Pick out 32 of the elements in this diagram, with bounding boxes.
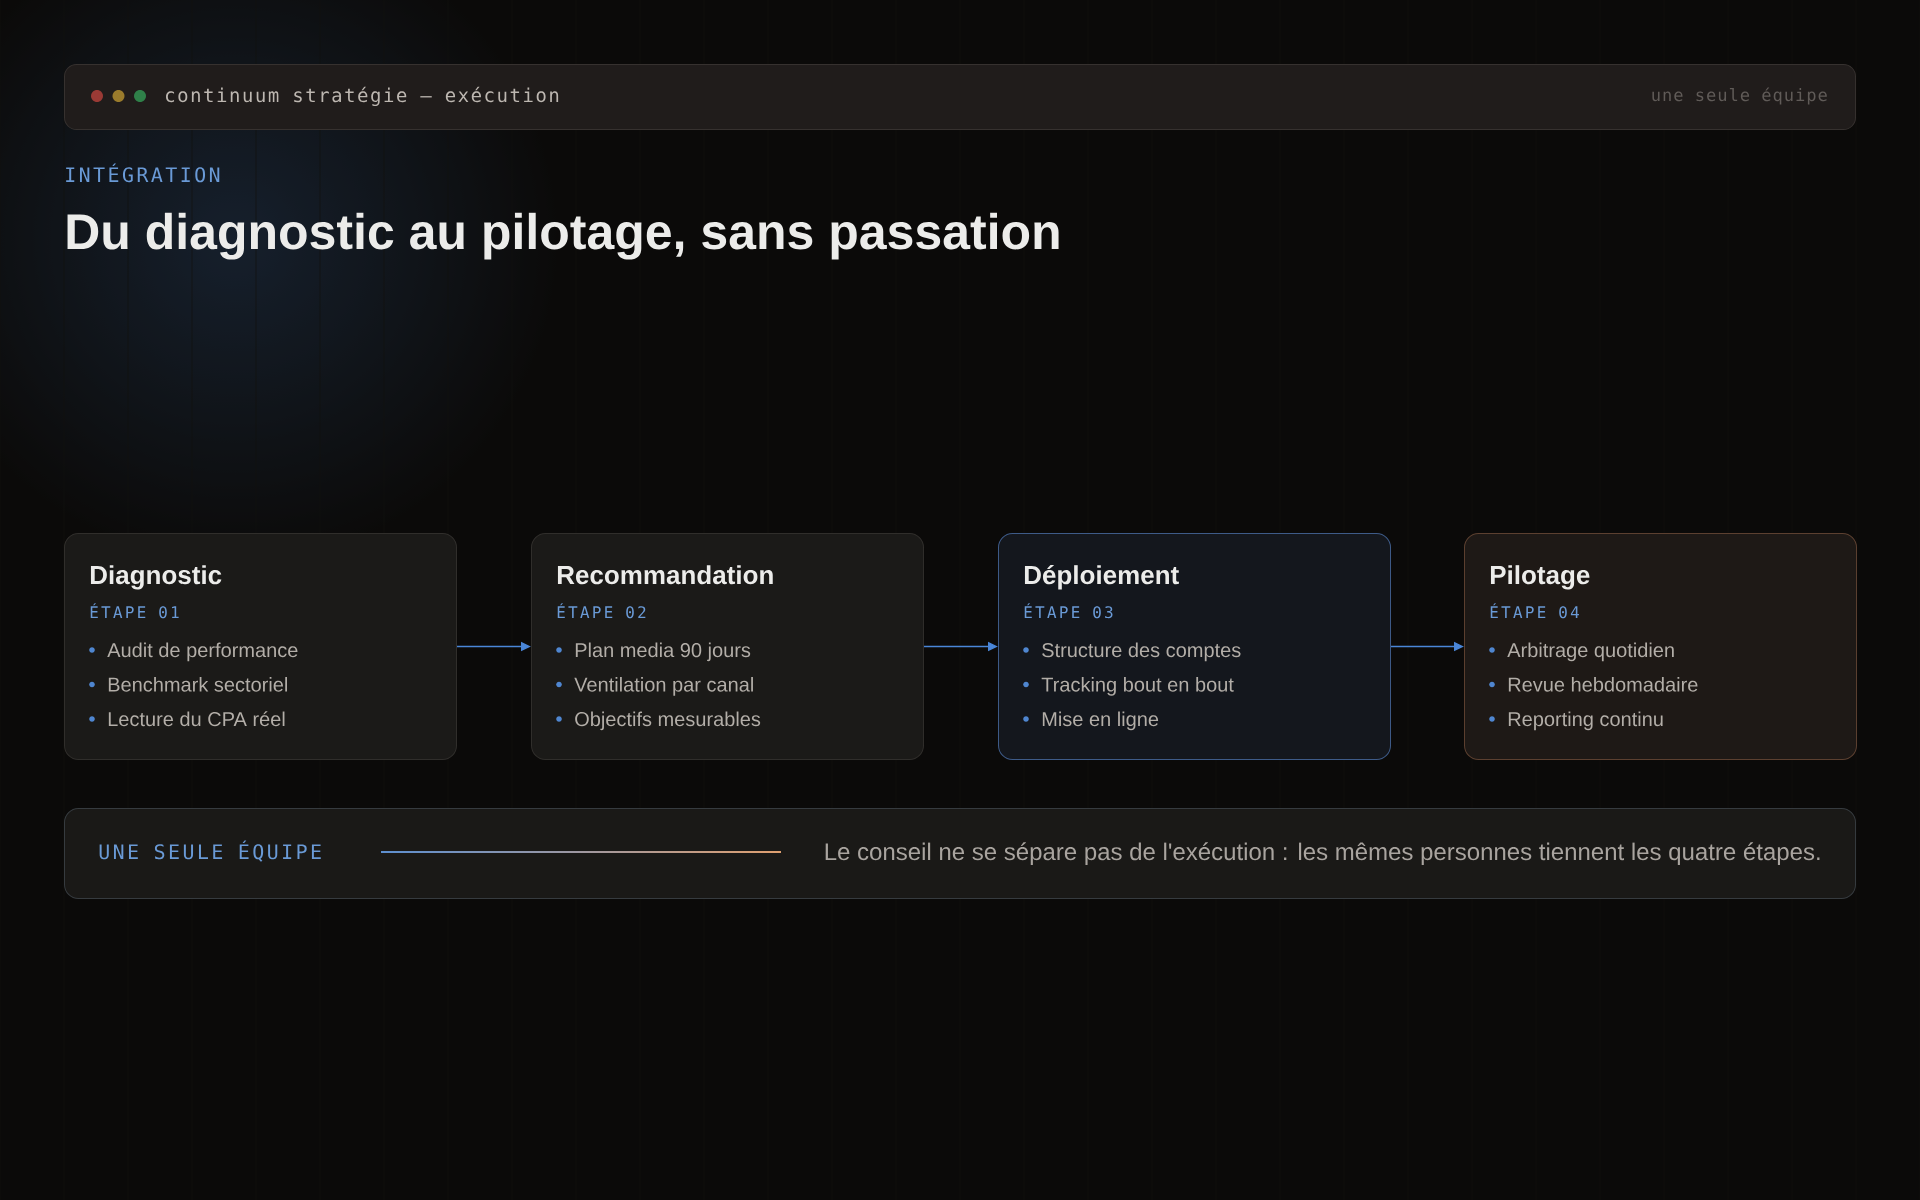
step-label: ÉTAPE 03 bbox=[1024, 603, 1113, 619]
heading: Du diagnostic au pilotage, sans passation bbox=[67, 212, 1059, 260]
bullet-item: Benchmark sectoriel bbox=[108, 677, 287, 692]
window-tag: une seule équipe bbox=[1652, 87, 1827, 105]
panel-text: Le conseil ne se sépare pas de l'exécution : les mêmes personnes tiennent les quatre étapes. bbox=[825, 842, 1820, 865]
bullet-item: Plan media 90 jours bbox=[575, 642, 751, 662]
bullet-item: Revue hebdomadaire bbox=[1508, 677, 1698, 692]
window-title: continuum stratégie — exécution bbox=[166, 86, 559, 107]
bullet-item: Objectifs mesurables bbox=[575, 711, 761, 731]
bullet-item: Audit de performance bbox=[107, 642, 298, 662]
step-label: ÉTAPE 02 bbox=[557, 603, 646, 619]
eyebrow-label: INTÉGRATION bbox=[66, 163, 220, 183]
bullet-item: Arbitrage quotidien bbox=[1507, 642, 1674, 662]
bullet-item: Reporting continu bbox=[1508, 711, 1663, 731]
step-card bbox=[64, 533, 457, 760]
card-title: Recommandation bbox=[557, 565, 773, 585]
panel-label: UNE SEULE ÉQUIPE bbox=[99, 840, 321, 862]
step-card bbox=[998, 533, 1391, 760]
bullet-item: Mise en ligne bbox=[1042, 711, 1159, 731]
bullet-item: Lecture du CPA réel bbox=[108, 711, 285, 727]
step-label: ÉTAPE 01 bbox=[90, 603, 179, 619]
bullet-item: Tracking bout en bout bbox=[1041, 677, 1234, 696]
title-bar bbox=[64, 64, 1856, 130]
summary-panel bbox=[64, 808, 1856, 899]
card-title: Déploiement bbox=[1024, 564, 1179, 590]
card-title: Pilotage bbox=[1490, 565, 1590, 590]
bullet-item: Structure des comptes bbox=[1042, 642, 1241, 662]
step-label: ÉTAPE 04 bbox=[1490, 603, 1579, 619]
bullet-item: Ventilation par canal bbox=[574, 677, 753, 696]
step-card bbox=[1464, 533, 1857, 760]
card-title: Diagnostic bbox=[90, 565, 222, 590]
step-card bbox=[531, 533, 924, 760]
